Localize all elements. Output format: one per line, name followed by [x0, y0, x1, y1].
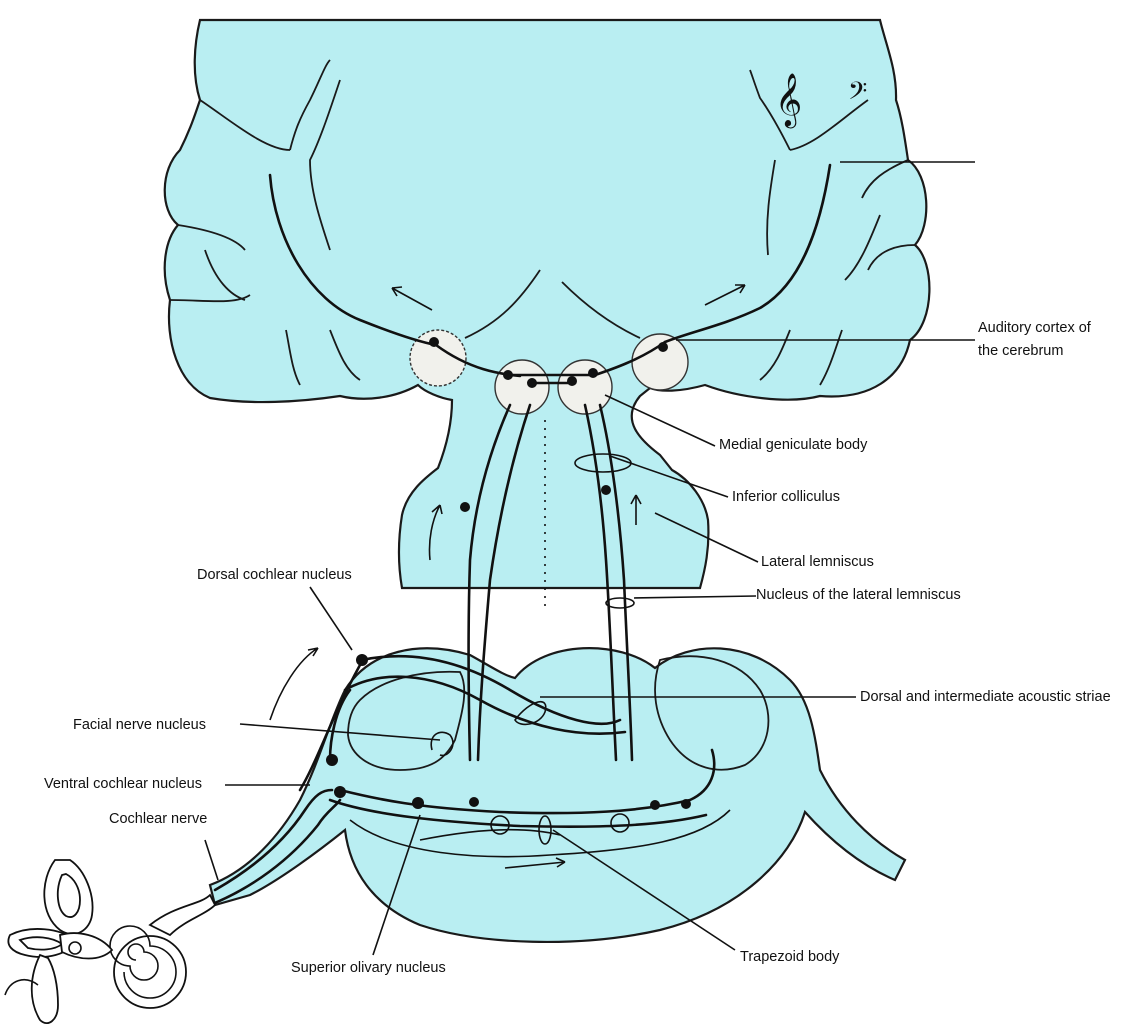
left-medial-geniculate	[494, 359, 550, 415]
right-outer-nucleus	[631, 333, 689, 391]
label-auditory-cortex-line1: Auditory cortex of	[978, 320, 1091, 336]
label-medial-geniculate-body: Medial geniculate body	[719, 437, 868, 453]
treble-clef-icon: 𝄞	[775, 72, 802, 128]
neuron-cell-bodies	[326, 337, 691, 810]
left-outer-nucleus	[409, 329, 467, 387]
label-dorsal-cochlear-nucleus: Dorsal cochlear nucleus	[197, 567, 352, 583]
leader-lines	[204, 161, 975, 956]
label-lateral-lemniscus: Lateral lemniscus	[761, 554, 874, 570]
medulla-section	[208, 647, 907, 944]
label-auditory-cortex-line2: the cerebrum	[978, 343, 1064, 359]
direction-arrows	[269, 284, 746, 869]
label-superior-olivary-nucleus: Superior olivary nucleus	[291, 960, 446, 976]
cerebrum	[163, 18, 931, 610]
label-nucleus-lateral-lemniscus: Nucleus of the lateral lemniscus	[756, 587, 961, 603]
label-trapezoid-body: Trapezoid body	[740, 949, 840, 965]
label-ventral-cochlear-nucleus: Ventral cochlear nucleus	[44, 776, 202, 792]
bass-clef-icon: 𝄢	[848, 77, 867, 112]
label-facial-nerve-nucleus: Facial nerve nucleus	[73, 717, 206, 733]
pathway-fibers	[208, 163, 832, 907]
label-inferior-colliculus: Inferior colliculus	[732, 489, 840, 505]
label-dorsal-acoustic-striae: Dorsal and intermediate acoustic striae	[860, 689, 1111, 705]
label-cochlear-nerve: Cochlear nerve	[109, 811, 208, 827]
inner-ear	[4, 859, 217, 1025]
label-auditory-cortex: Auditory cortex of the cerebrum	[978, 317, 1091, 363]
